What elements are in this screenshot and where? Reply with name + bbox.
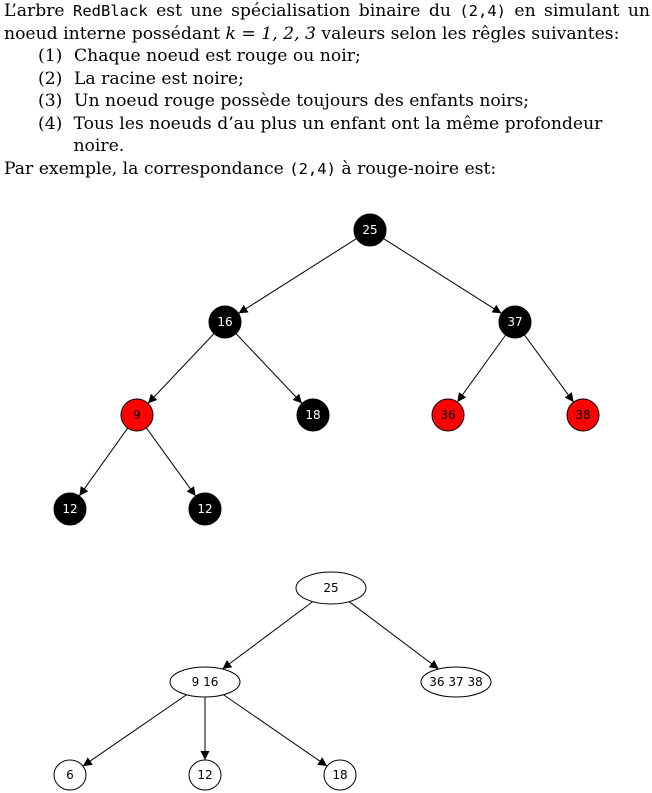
tree-node-black: 16 — [208, 305, 242, 339]
rule-text: Tous les noeuds d’au plus un enfant ont … — [73, 113, 603, 157]
tree-edge — [223, 694, 328, 767]
intro-text: est une spécialisation binaire du — [147, 1, 460, 21]
rule-item: (1) Chaque noeud est rouge ou noir; — [38, 45, 650, 68]
node-ellipse — [169, 666, 241, 698]
node-circle — [120, 398, 154, 432]
intro-text: en simulant un noeud interne possédant — [4, 1, 650, 44]
tree-node-red: 9 — [120, 398, 154, 432]
rule-text: Un noeud rouge possède toujours des enfa… — [74, 91, 530, 111]
tree-edge — [145, 427, 197, 497]
intro-paragraph: L’arbre RedBlack est une spécialisation … — [4, 0, 650, 45]
example-text: à rouge-noire est: — [335, 158, 497, 179]
redblack-tree: 25 16 37 9 18 36 38 12 12 — [53, 213, 600, 526]
code-2-4: (2,4) — [289, 159, 336, 178]
rule-number: (3) — [38, 91, 63, 111]
tree-edge — [383, 238, 502, 314]
rule-number: (2) — [38, 68, 63, 89]
example-paragraph: Par exemple, la correspondance (2,4) à r… — [4, 158, 650, 181]
rule-item: (2) La racine est noire; — [38, 68, 650, 91]
rule-number: (1) — [38, 46, 63, 66]
tree-edge — [524, 334, 574, 403]
tree-node-black: 25 — [353, 213, 387, 247]
node-label: 18 — [305, 408, 320, 422]
node-circle — [566, 398, 600, 432]
redblack-tree-edges — [78, 238, 574, 497]
node-circle — [353, 213, 387, 247]
node-ellipse — [420, 666, 492, 698]
tree-2-4: 25 9 16 36 37 38 6 12 18 — [53, 571, 492, 791]
node-label: 18 — [332, 768, 347, 782]
tree-edge — [147, 333, 215, 404]
tree-edge — [78, 427, 129, 497]
node-circle — [188, 492, 222, 526]
node-circle — [208, 305, 242, 339]
node-label: 6 — [66, 768, 74, 782]
tree-edge — [456, 334, 507, 403]
tree-edge — [235, 333, 303, 404]
tree24-node: 12 — [188, 759, 222, 791]
tree24-node: 25 — [295, 571, 367, 605]
rules-list: (1) Chaque noeud est rouge ou noir; (2) La… — [4, 45, 650, 158]
node-label: 36 37 38 — [429, 675, 482, 689]
tree-node-black: 12 — [188, 492, 222, 526]
node-circle — [53, 492, 87, 526]
code-2-4: (2,4) — [459, 2, 506, 20]
node-ellipse — [295, 571, 367, 605]
rule-item: (4) Tous les noeuds d’au plus un enfant o… — [38, 113, 650, 158]
node-label: 38 — [575, 408, 590, 422]
tree24-node: 9 16 — [169, 666, 241, 698]
node-label: 16 — [217, 315, 232, 329]
node-label: 9 16 — [192, 675, 219, 689]
node-label: 37 — [507, 315, 522, 329]
math-k: k = 1, 2, 3 — [225, 23, 316, 44]
rule-number: (4) — [38, 113, 63, 134]
node-ellipse — [188, 759, 222, 791]
rule-text: La racine est noire; — [74, 68, 244, 89]
tree-edge — [222, 601, 314, 670]
tree-edge — [348, 601, 439, 670]
tree24-node: 6 — [53, 759, 87, 791]
page-text: L’arbre RedBlack est une spécialisation … — [4, 0, 650, 180]
node-label: 36 — [440, 408, 455, 422]
node-ellipse — [53, 759, 87, 791]
node-circle — [431, 398, 465, 432]
code-redblack: RedBlack — [73, 2, 148, 20]
intro-text: valeurs selon les rêgles suivantes: — [315, 23, 620, 44]
tree-node-black: 18 — [296, 398, 330, 432]
tree24-node: 36 37 38 — [420, 666, 492, 698]
tree-node-red: 38 — [566, 398, 600, 432]
node-circle — [498, 305, 532, 339]
node-label: 9 — [133, 408, 141, 422]
tree-edge — [82, 694, 187, 767]
tree-node-black: 37 — [498, 305, 532, 339]
node-ellipse — [323, 759, 357, 791]
tree24-node: 18 — [323, 759, 357, 791]
node-label: 25 — [362, 223, 377, 237]
node-circle — [296, 398, 330, 432]
rule-item: (3) Un noeud rouge possède toujours des e… — [38, 90, 650, 113]
tree-node-black: 12 — [53, 492, 87, 526]
node-label: 25 — [323, 581, 338, 595]
tree-node-red: 36 — [431, 398, 465, 432]
tree-2-4-edges — [82, 601, 439, 767]
node-label: 12 — [197, 768, 212, 782]
tree-edge — [238, 238, 357, 314]
node-label: 12 — [197, 502, 212, 516]
example-text: Par exemple, la correspondance — [4, 158, 290, 179]
rule-text: Chaque noeud est rouge ou noir; — [74, 46, 361, 66]
node-label: 12 — [62, 502, 77, 516]
intro-text: L’arbre — [4, 1, 74, 21]
